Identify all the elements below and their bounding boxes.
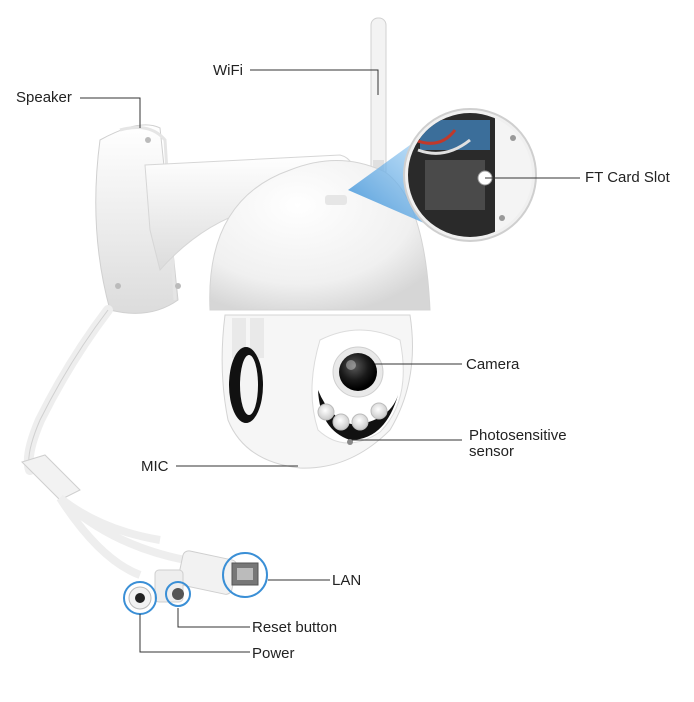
photosensitive-label-line2: sensor <box>469 443 515 460</box>
wifi-antenna <box>370 17 387 180</box>
wifi-label: WiFi <box>213 62 243 79</box>
power-label: Power <box>252 645 295 662</box>
camera-lens <box>332 346 384 398</box>
camera-housing <box>221 314 413 469</box>
camera-label: Camera <box>466 356 520 373</box>
card-slot-inset <box>403 108 537 242</box>
photosensitive-sensor-label: Photosensitive sensor <box>469 428 567 460</box>
cable <box>21 305 186 579</box>
reset-connector <box>154 569 191 607</box>
speaker-label: Speaker <box>16 89 72 106</box>
power-connector <box>123 581 157 615</box>
photosensitive-sensor <box>347 439 353 445</box>
photosensitive-label-line1: Photosensitive <box>469 427 567 444</box>
reset-button-label: Reset button <box>252 619 338 636</box>
mic-label: MIC <box>141 458 169 475</box>
lan-label: LAN <box>332 572 362 589</box>
leader-lines <box>80 69 580 653</box>
ir-leds <box>317 402 388 431</box>
lan-connector <box>177 550 268 598</box>
ft-card-slot-label: FT Card Slot <box>585 169 670 186</box>
